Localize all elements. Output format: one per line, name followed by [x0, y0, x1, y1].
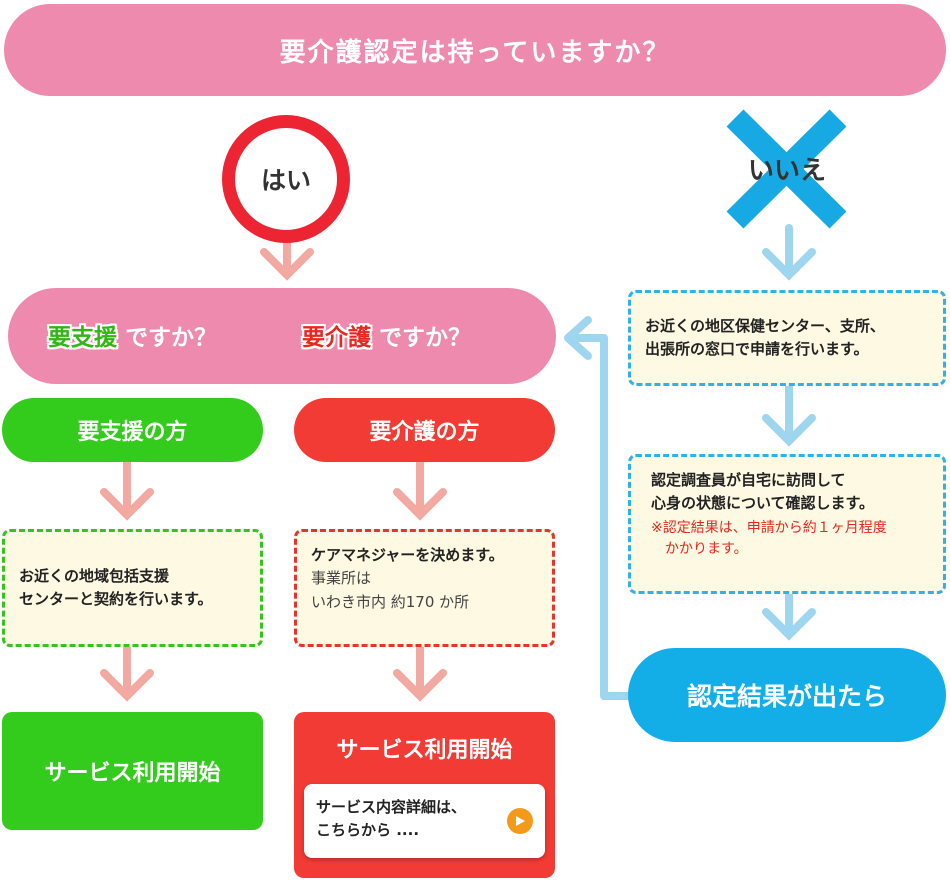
apply-box-text: お近くの地区保健センター、支所、 出張所の窓口で申請を行います。: [645, 316, 885, 358]
band-support-term: 要支援: [48, 325, 117, 351]
support-box-text: お近くの地域包括支援 センターと契約を行います。: [19, 566, 213, 608]
no-cross-icon: [726, 109, 847, 229]
play-arrow-icon[interactable]: [507, 808, 533, 834]
no-down-arrow: [762, 224, 816, 281]
care-box: ケアマネジャーを決めます。 事業所は いわき市内 約170 か所: [294, 529, 555, 647]
band-care-term: 要介護: [302, 325, 371, 351]
care-final: サービス利用開始 サービス内容詳細は、 こちらから ....: [294, 712, 555, 878]
band-support-question: 要支援 ですか？: [48, 318, 217, 352]
service-details-text: サービス内容詳細は、 こちらから ....: [316, 798, 467, 840]
support-header: 要支援の方: [2, 398, 263, 462]
care-final-label: サービス利用開始: [336, 738, 513, 763]
care-box-line1: ケアマネジャーを決めます。: [311, 546, 504, 564]
yes-label: はい: [260, 166, 311, 195]
service-details-link[interactable]: サービス内容詳細は、 こちらから ....: [304, 784, 545, 858]
question-text: 要介護認定は持っていますか？: [279, 37, 671, 68]
result-pill: 認定結果が出たら: [628, 648, 946, 742]
care-box-line2: 事業所は: [311, 569, 372, 588]
care-level-band: [8, 288, 556, 384]
no-label: いいえ: [747, 156, 826, 186]
support-final-label: サービス利用開始: [44, 761, 221, 786]
support-final: サービス利用開始: [2, 712, 263, 830]
question-banner: 要介護認定は持っていますか？: [4, 4, 946, 96]
apply-box: お近くの地区保健センター、支所、 出張所の窓口で申請を行います。: [628, 290, 946, 386]
care-header-label: 要介護の方: [369, 420, 480, 445]
visit-box-text: 認定調査員が自宅に訪問して 心身の状態について確認します。: [651, 471, 875, 513]
support-box: お近くの地域包括支援 センターと契約を行います。: [2, 529, 263, 647]
apply-arrow-1: [762, 376, 816, 447]
band-support-suffix: ですか？: [125, 325, 218, 351]
care-arrow-1: [393, 450, 447, 521]
care-arrow-2: [393, 634, 447, 702]
care-header: 要介護の方: [294, 398, 555, 462]
result-label: 認定結果が出たら: [686, 682, 887, 711]
return-arrow: [564, 316, 632, 700]
visit-box-note: ※認定結果は、申請から約１ヶ月程度 かかります。: [651, 519, 887, 558]
yes-circle: はい: [222, 115, 350, 243]
band-care-question: 要介護 ですか？: [302, 318, 471, 352]
care-box-line3: いわき市内 約170 か所: [311, 592, 470, 611]
visit-box: 認定調査員が自宅に訪問して 心身の状態について確認します。 ※認定結果は、申請か…: [628, 454, 946, 594]
support-arrow-2: [100, 634, 154, 702]
band-care-suffix: ですか？: [379, 325, 472, 351]
support-header-label: 要支援の方: [77, 420, 188, 445]
support-arrow-1: [100, 450, 154, 521]
